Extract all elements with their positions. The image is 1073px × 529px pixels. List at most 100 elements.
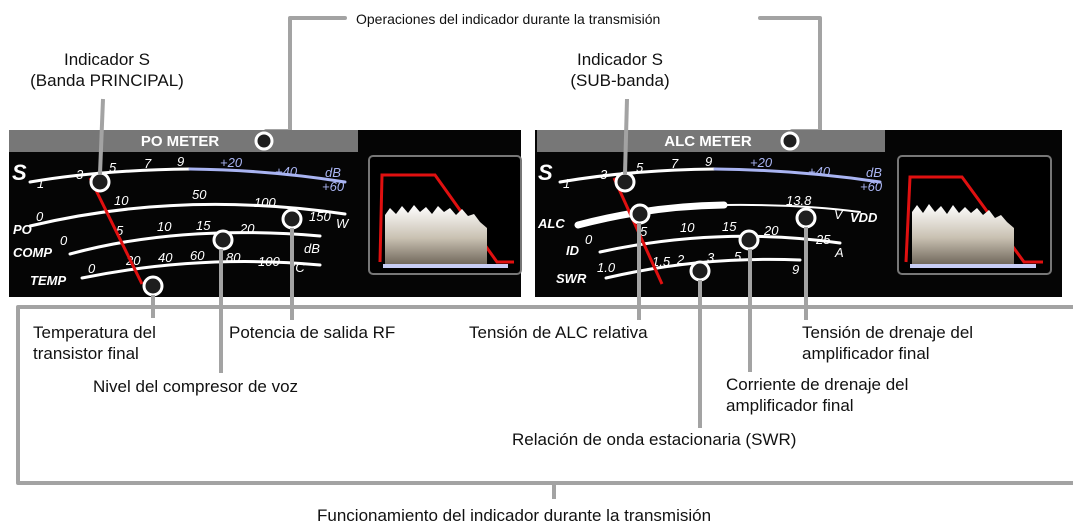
left-spectrum-display (368, 155, 522, 275)
alc-callout (629, 203, 651, 225)
left-s-meter-title-line1: Indicador S (64, 50, 150, 69)
left-s-1: 1 (37, 176, 44, 191)
right-s-plus40: +40 (808, 164, 831, 179)
right-swr-label: SWR (556, 271, 587, 286)
right-alc-label: ALC (537, 216, 565, 231)
left-po-label: PO (13, 222, 32, 237)
callout-drain-voltage-line1: Tensión de drenaje del (802, 323, 974, 342)
top-caption: Operaciones del indicador durante la tra… (356, 11, 661, 27)
right-id-5: 5 (640, 224, 648, 239)
left-po-10: 10 (114, 193, 129, 208)
left-comp-15: 15 (196, 218, 211, 233)
left-meter-scales (28, 167, 347, 280)
left-s-plus20: +20 (220, 155, 243, 170)
s-callout-right (614, 171, 636, 193)
callout-drain-current-line2: amplificador final (726, 396, 854, 415)
right-s-meter-title: Indicador S (SUB-banda) (540, 49, 700, 91)
callout-drain-current-line1: Corriente de drenaje del (726, 375, 909, 394)
left-s-7: 7 (144, 156, 152, 171)
right-id-15: 15 (722, 219, 737, 234)
left-temp-60: 60 (190, 248, 205, 263)
bottom-bracket (16, 305, 1073, 499)
comp-callout (212, 229, 234, 251)
left-comp-label: COMP (13, 245, 52, 260)
left-callout-markers (89, 131, 303, 297)
left-comp-20: 20 (239, 221, 255, 236)
right-id-0: 0 (585, 232, 593, 247)
top-bracket (264, 16, 822, 133)
callout-drain-voltage-line2: amplificador final (802, 344, 930, 363)
bottom-caption: Funcionamiento del indicador durante la … (317, 506, 712, 525)
left-s-9: 9 (177, 154, 184, 169)
left-needle (88, 177, 144, 285)
swr-callout (689, 260, 711, 282)
right-s-5: 5 (636, 160, 644, 175)
left-s-db: dB (325, 165, 341, 180)
left-s-meter-title-line2: (Banda PRINCIPAL) (30, 71, 184, 90)
banner-callout-left (254, 131, 274, 151)
left-s-plus40: +40 (275, 164, 298, 179)
right-callout-markers (614, 131, 817, 282)
left-s-5: 5 (109, 160, 117, 175)
left-s-meter-title: Indicador S (Banda PRINCIPAL) (0, 49, 214, 91)
left-temp-0: 0 (88, 261, 96, 276)
left-comp-10: 10 (157, 219, 172, 234)
right-swr-1-0: 1.0 (597, 260, 616, 275)
right-id-25: 25 (815, 232, 831, 247)
left-comp-5: 5 (116, 223, 124, 238)
right-vdd-13-8: 13.8 (786, 193, 812, 208)
leader-lines (98, 98, 808, 428)
right-s-label: S (538, 160, 553, 185)
right-id-20: 20 (763, 223, 779, 238)
left-temp-80: 80 (226, 250, 241, 265)
left-temp-40: 40 (158, 250, 173, 265)
right-swr-2: 2 (676, 252, 685, 267)
right-s-7: 7 (671, 156, 679, 171)
left-s-label: S (12, 160, 27, 185)
right-s-meter-title-line2: (SUB-banda) (570, 71, 670, 90)
callout-temp-final-line1: Temperatura del (33, 323, 156, 342)
left-po-w: W (336, 216, 350, 231)
callout-drain-voltage: Tensión de drenaje del amplificador fina… (802, 322, 973, 364)
right-swr-5: 5 (734, 249, 742, 264)
id-callout (738, 229, 760, 251)
left-po-50: 50 (192, 187, 207, 202)
right-s-meter-title-line1: Indicador S (577, 50, 663, 69)
callout-drain-current: Corriente de drenaje del amplificador fi… (726, 374, 908, 416)
right-s-9: 9 (705, 154, 712, 169)
right-vdd-v: V (834, 207, 844, 222)
left-meter-labels: S 1 3 5 7 9 +20 +40 dB +60 PO 0 10 50 10… (12, 154, 350, 288)
right-s-db: dB (866, 165, 882, 180)
right-meter-labels: S 1 3 5 7 9 +20 +40 dB +60 ALC 13.8 V VD… (537, 154, 883, 286)
right-banner-label: ALC METER (664, 133, 752, 150)
left-po-150: 150 (309, 209, 331, 224)
left-po-0: 0 (36, 209, 44, 224)
right-id-10: 10 (680, 220, 695, 235)
vdd-callout (795, 207, 817, 229)
left-banner-label: PO METER (141, 133, 220, 150)
callout-temp-final: Temperatura del transistor final (33, 322, 156, 364)
callout-temp-final-line2: transistor final (33, 344, 139, 363)
temp-callout (142, 275, 164, 297)
right-s-plus20: +20 (750, 155, 773, 170)
banner-callout-right (780, 131, 800, 151)
right-swr-1-5: 1.5 (652, 254, 671, 269)
right-swr-3: 3 (707, 250, 715, 265)
right-id-label: ID (566, 243, 580, 258)
left-s-3: 3 (76, 167, 84, 182)
right-vdd-label: VDD (850, 210, 878, 225)
left-temp-label: TEMP (30, 273, 66, 288)
po-callout (281, 208, 303, 230)
left-po-100: 100 (254, 195, 276, 210)
callout-swr: Relación de onda estacionaria (SWR) (512, 430, 797, 449)
callout-alc-relative: Tensión de ALC relativa (469, 323, 648, 342)
right-id-a: A (834, 245, 844, 260)
left-comp-0: 0 (60, 233, 68, 248)
callout-compressor: Nivel del compresor de voz (93, 377, 299, 396)
left-temp-100: 100 (258, 254, 280, 269)
left-s-plus60: +60 (322, 179, 345, 194)
right-s-3: 3 (600, 167, 608, 182)
s-callout-left (89, 171, 111, 193)
right-swr-9: 9 (792, 262, 799, 277)
